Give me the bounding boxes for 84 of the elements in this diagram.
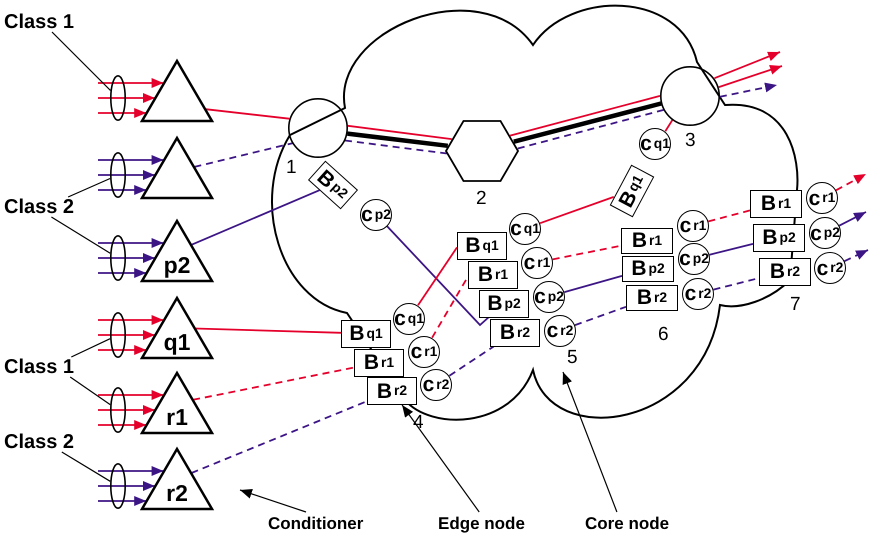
- flow-arrow: [98, 185, 146, 195]
- flow-line: [552, 244, 622, 260]
- flow-line: [518, 109, 664, 150]
- leader-line: [52, 32, 111, 91]
- caption-label: Edge node: [438, 512, 530, 536]
- conditioner-triangle: r2: [141, 448, 213, 510]
- link-line: [513, 101, 662, 144]
- flow-arrow: [98, 496, 146, 506]
- class-label: Class 2: [4, 432, 78, 452]
- node-number: 5: [567, 347, 578, 369]
- flow-arrow: [98, 155, 164, 165]
- flow-arrow: [844, 249, 868, 262]
- flow-arrow: [98, 78, 164, 88]
- router-circle: [660, 66, 720, 126]
- leader-line: [68, 178, 110, 198]
- flow-line: [708, 210, 750, 222]
- flow-bundle-ellipse: [110, 312, 126, 358]
- class-label: Class 1: [4, 357, 78, 377]
- flow-line: [344, 140, 447, 154]
- flow-bundle-ellipse: [110, 75, 126, 121]
- router-circle: [288, 98, 348, 158]
- flow-line: [540, 196, 614, 224]
- flow-line: [709, 243, 754, 256]
- flow-arrow: [98, 481, 155, 491]
- node-number: 7: [790, 294, 801, 316]
- flow-arrow: [98, 268, 146, 278]
- flow-line: [194, 142, 293, 168]
- flow-bundle-ellipse: [110, 152, 126, 198]
- flow-arrow: [720, 82, 778, 98]
- leader-line: [562, 372, 618, 512]
- caption-label: Conditioner: [268, 512, 372, 536]
- flow-arrow: [838, 211, 866, 226]
- flow-line: [417, 246, 458, 306]
- leader-line: [240, 489, 306, 513]
- class-label: Class 1: [4, 12, 78, 32]
- link-line: [347, 131, 448, 148]
- flow-line: [574, 306, 626, 326]
- node-number: 3: [685, 130, 696, 152]
- node-number: 1: [286, 156, 297, 178]
- leader-line: [61, 451, 111, 482]
- flow-line: [386, 225, 489, 326]
- flow-arrow: [98, 108, 146, 118]
- flow-line: [206, 108, 290, 120]
- flow-arrow: [98, 170, 155, 180]
- node-number: 4: [413, 412, 424, 434]
- flow-bundle-ellipse: [110, 235, 126, 281]
- flow-arrow: [98, 405, 155, 415]
- leader-line: [51, 216, 111, 254]
- flow-arrow: [836, 173, 866, 192]
- flow-bundle-ellipse: [110, 463, 126, 509]
- node-number: 2: [476, 188, 487, 210]
- flow-line: [191, 189, 320, 246]
- node-number: 6: [658, 324, 669, 346]
- flow-line: [195, 328, 342, 334]
- conditioner-triangle: q1: [141, 297, 213, 359]
- flow-arrow: [98, 315, 164, 325]
- flow-arrow: [98, 345, 146, 355]
- conditioner-triangle: [141, 60, 213, 122]
- flow-arrow: [98, 93, 155, 103]
- flow-line: [192, 366, 354, 401]
- flow-arrow: [714, 51, 780, 80]
- leader-line: [70, 376, 111, 406]
- leader-line: [402, 404, 480, 512]
- flow-arrow: [98, 238, 164, 248]
- router-hexagon: [445, 120, 519, 182]
- flow-line: [348, 124, 452, 140]
- flow-arrow: [98, 420, 146, 430]
- leader-line: [71, 338, 110, 358]
- flow-line: [191, 400, 368, 474]
- flow-arrow: [98, 253, 155, 263]
- caption-label: Core node: [585, 512, 677, 536]
- conditioner-triangle: p2: [141, 220, 213, 282]
- flow-line: [664, 119, 674, 132]
- flow-bundle-ellipse: [110, 387, 126, 433]
- flow-arrow: [718, 65, 782, 88]
- flow-arrow: [98, 466, 164, 476]
- flow-line: [448, 346, 494, 376]
- flow-arrow: [98, 330, 155, 340]
- flow-line: [510, 95, 660, 136]
- flow-line: [564, 275, 622, 293]
- conditioner-triangle: [141, 137, 213, 199]
- conditioner-triangle: r1: [141, 372, 213, 434]
- class-label: Class 2: [4, 197, 78, 217]
- flow-arrow: [98, 390, 164, 400]
